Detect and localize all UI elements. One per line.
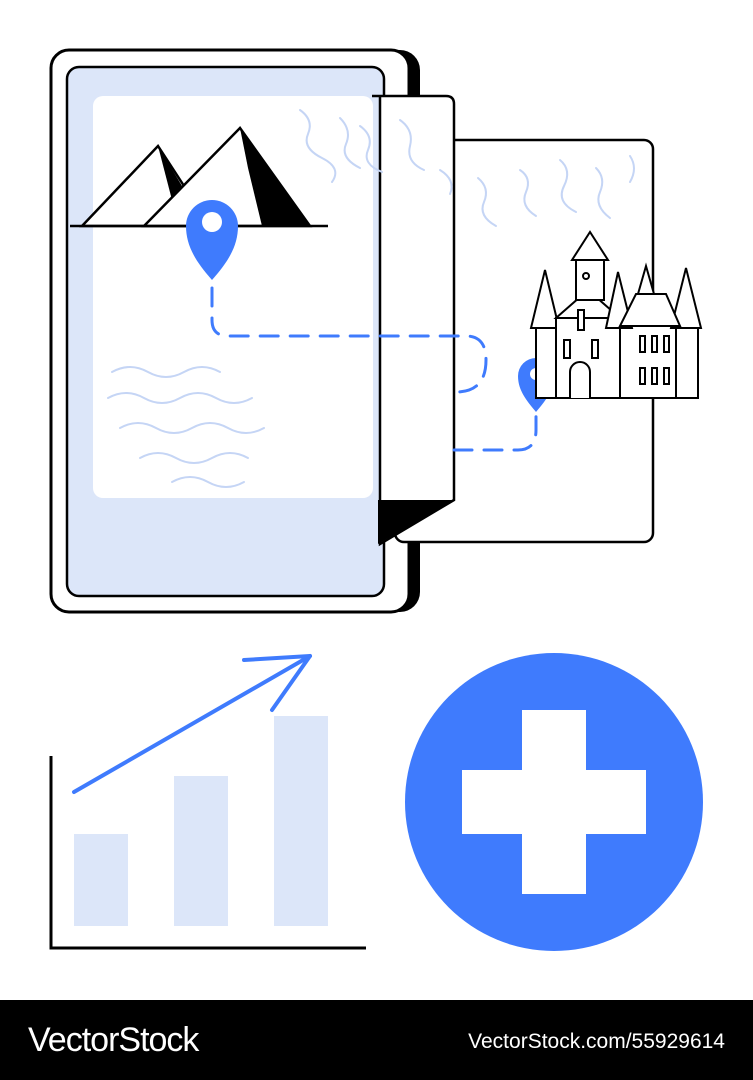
- location-pin-icon: [186, 200, 238, 280]
- trend-arrow-icon: [72, 654, 312, 794]
- brand-logo: VectorStock: [28, 1021, 199, 1059]
- image-id: VectorStock.com/55929614: [468, 1030, 725, 1053]
- route-line: [210, 286, 538, 452]
- medical-cross-icon: [405, 653, 703, 951]
- mountains-icon: [70, 126, 328, 228]
- bar-3: [274, 716, 328, 926]
- water-waves: [107, 366, 265, 488]
- illustration: [49, 48, 703, 951]
- footer-bar: VectorStock VectorStock.com/55929614: [0, 1000, 753, 1080]
- chart-axes: [49, 756, 366, 950]
- map-waves: [477, 155, 635, 227]
- bar-chart-icon: [49, 716, 366, 950]
- bar-2: [174, 776, 228, 926]
- bar-1: [74, 834, 128, 926]
- castle-icon: [529, 230, 703, 399]
